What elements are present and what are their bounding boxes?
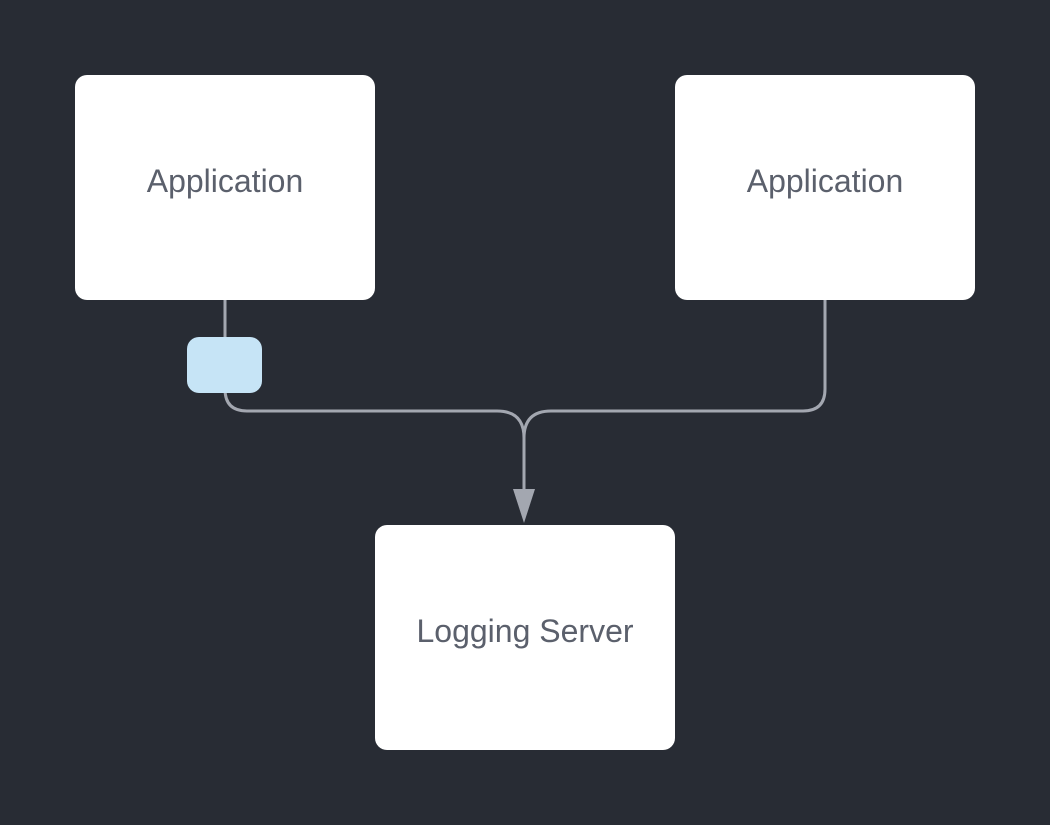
edge-app-left-to-logging-server[interactable] <box>223 300 526 492</box>
connector-label-tag[interactable] <box>187 337 262 393</box>
application-node-right-label: Application <box>746 162 904 199</box>
application-node-right[interactable]: Application <box>675 75 975 300</box>
edge-app-right-to-logging-server[interactable] <box>522 300 827 492</box>
application-node-left[interactable]: Application <box>75 75 375 300</box>
logging-server-node[interactable]: Logging Server <box>375 525 675 750</box>
logging-server-node-label: Logging Server <box>416 612 634 649</box>
arrowhead-icon <box>513 489 535 523</box>
application-node-left-label: Application <box>146 162 304 199</box>
